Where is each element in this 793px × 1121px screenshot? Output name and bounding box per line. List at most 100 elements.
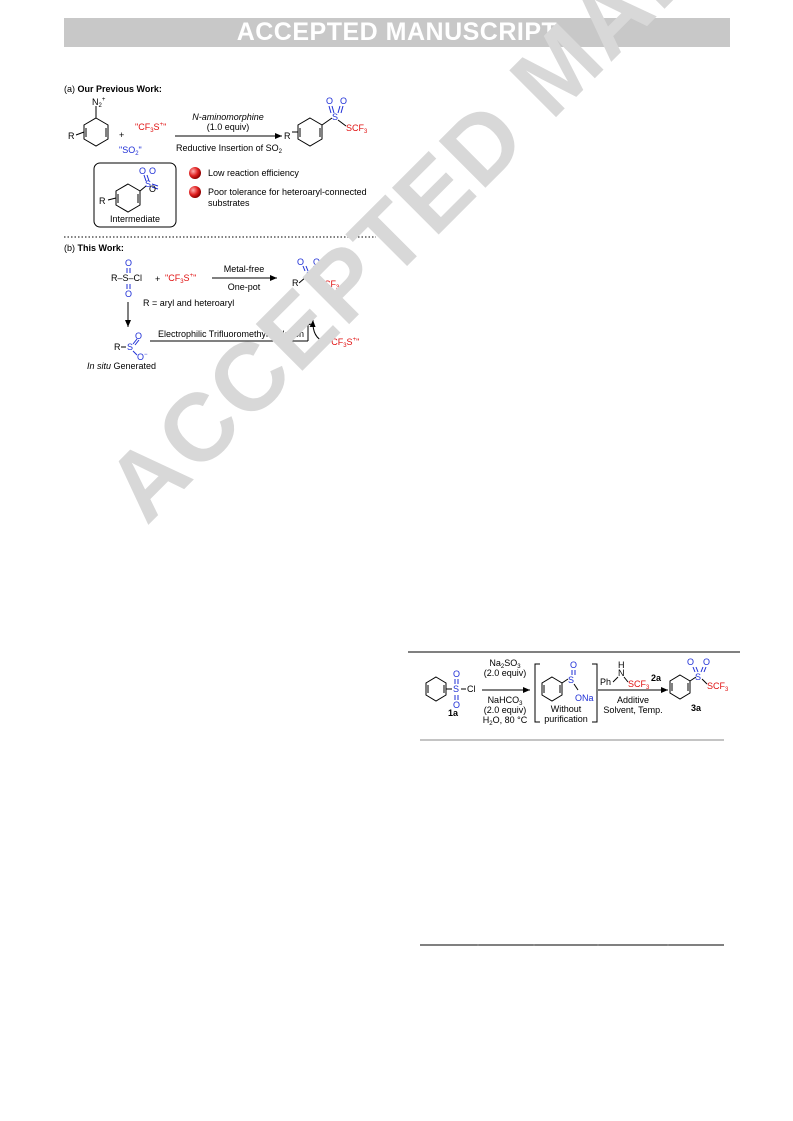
label-3a: 3a	[691, 703, 702, 713]
scheme-a-heading: (a) Our Previous Work:	[64, 84, 162, 94]
compound-1a-bonds	[454, 679, 459, 700]
sulfonyl-o-top: O	[125, 258, 132, 268]
bracket-right	[592, 663, 598, 723]
product-a-o2: O	[340, 96, 347, 106]
product-b-bond	[298, 276, 307, 284]
aryl-diazonium	[75, 106, 109, 147]
reagent-equiv-a: (1.0 equiv)	[207, 122, 250, 132]
diazonium-label: N2+	[92, 97, 106, 109]
sulfinate-r: R	[114, 342, 121, 352]
table-column-ticks	[477, 944, 669, 946]
label-1a: 1a	[448, 708, 459, 718]
product-b-sulfonyl-bonds	[302, 265, 318, 272]
compound-3a-s-bond	[701, 678, 708, 685]
intermediate-o1: O	[139, 166, 146, 176]
nh-label: N	[618, 668, 625, 678]
cf3s-reagent-b: "CF3S+"	[165, 273, 196, 285]
sulfinate-so-bond2	[134, 339, 140, 346]
compound-1a-ring	[425, 676, 452, 702]
na2so3-label: Na2SO3	[489, 658, 521, 670]
product-b-o1: O	[297, 257, 304, 267]
compound-1a-o2: O	[453, 700, 460, 710]
product-a-o1: O	[326, 96, 333, 106]
sulfinate-table-s: S	[568, 675, 574, 685]
intermediate-box	[93, 162, 177, 228]
h-label: H	[618, 660, 625, 670]
sulfonyl-o-bottom: O	[125, 289, 132, 299]
intermediate-structure	[107, 183, 147, 213]
r-group-a: R	[68, 131, 75, 141]
plus-sign-a: +	[119, 130, 124, 140]
product-b-r: R	[292, 278, 299, 288]
compound-3a-o2: O	[703, 657, 710, 667]
curved-arrow	[309, 319, 326, 343]
h2o-conditions: H2O, 80 °C	[483, 715, 528, 727]
r-definition: R = aryl and heteroaryl	[143, 298, 234, 308]
sulfonyl-chloride-bonds	[126, 268, 131, 289]
sulfinate-so-bond	[132, 338, 138, 345]
bracket-left	[534, 663, 540, 723]
sulfinate-table-o: O	[570, 660, 577, 670]
compound-1a-o1: O	[453, 669, 460, 679]
plus-sign-b: +	[155, 274, 160, 284]
purification-label: purification	[544, 714, 588, 724]
accepted-manuscript-banner: ACCEPTED MANUSCRIPT	[64, 18, 730, 47]
product-b-s: S	[306, 270, 312, 280]
nahco3-label: NaHCO3	[488, 695, 524, 707]
intermediate-r-group: R	[99, 196, 106, 206]
red-bullet-icon	[189, 167, 201, 179]
reagent-2a-scf3: SCF3	[628, 679, 650, 691]
sulfinate-so-single	[132, 350, 138, 356]
red-bullet-icon	[189, 186, 201, 198]
intermediate-so2-bonds	[143, 174, 159, 190]
bullet-low-efficiency: Low reaction efficiency	[208, 168, 299, 178]
intermediate-s: S	[145, 179, 151, 189]
sulfinate-ona: ONa	[575, 693, 594, 703]
compound-1a-cl: Cl	[467, 684, 476, 694]
product-a-sulfonyl-bonds	[328, 105, 344, 114]
solvent-temp-label: Solvent, Temp.	[603, 705, 662, 715]
without-label: Without	[551, 704, 582, 714]
na2so3-equiv: (2.0 equiv)	[484, 668, 527, 678]
electrophilic-label: Electrophilic Trifluoromethylthiolation	[158, 329, 304, 339]
compound-3a-o1: O	[687, 657, 694, 667]
product-b-o2: O	[313, 257, 320, 267]
metal-free-label: Metal-free	[224, 264, 265, 274]
sulfinate-o-minus: O−	[137, 352, 148, 362]
sulfinate-o-top: O	[135, 331, 142, 341]
product-b-scf3: SCF3	[318, 279, 340, 291]
sulfonyl-chloride: R–S–Cl	[111, 273, 142, 283]
intermediate-o2: O	[149, 166, 156, 176]
intermediate-label: Intermediate	[110, 214, 160, 224]
product-a-s: S	[332, 112, 338, 122]
cf3s-reagent-bottom: "CF3S+"	[328, 337, 359, 349]
compound-3a-bonds	[692, 666, 707, 673]
reductive-insertion-label: Reductive Insertion of SO2	[176, 143, 283, 155]
one-pot-label: One-pot	[228, 282, 261, 292]
sodium-sulfinate-ring	[541, 676, 569, 702]
bullet-poor-tolerance-line2: substrates	[208, 198, 250, 208]
intermediate-o3: O	[149, 184, 156, 194]
label-2a: 2a	[651, 673, 662, 683]
nahco3-equiv: (2.0 equiv)	[484, 705, 527, 715]
so2-reagent: "SO2"	[119, 145, 142, 157]
compound-3a-s: S	[695, 672, 701, 682]
reagent-aminomorphine: N-aminomorphine	[192, 112, 264, 122]
cf3s-reagent-a: "CF3S+"	[135, 122, 166, 134]
additive-label: Additive	[617, 695, 649, 705]
compound-1a-s: S	[453, 684, 459, 694]
compound-3a-ring	[669, 674, 697, 700]
sulfinate-s: S	[127, 342, 133, 352]
product-a-scf3: SCF3	[346, 123, 368, 135]
r-group-a-product: R	[284, 131, 291, 141]
sulfinate-table-ona-bond	[573, 683, 579, 691]
n-s-bond	[623, 676, 629, 683]
bullet-poor-tolerance-line1: Poor tolerance for heteroaryl-connected	[208, 187, 367, 197]
scheme-b-heading: (b) This Work:	[64, 243, 124, 253]
ph-label: Ph	[600, 677, 611, 687]
compound-3a-scf3: SCF3	[707, 681, 729, 693]
product-a-ring	[292, 117, 347, 147]
ph-n-bond	[612, 676, 619, 683]
product-b-s-bond	[312, 275, 319, 282]
